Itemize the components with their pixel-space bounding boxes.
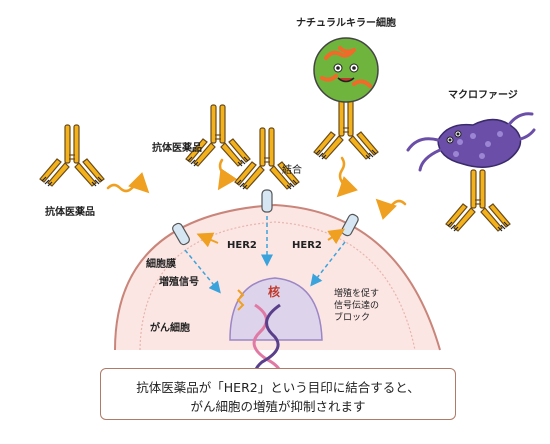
label-cell-membrane: 細胞膜 [146,259,176,270]
cell-membrane-line [139,221,416,351]
her2-receptor-center [261,189,273,213]
nk-cell [313,37,379,103]
label-nk-cell: ナチュラルキラー細胞 [296,18,396,29]
label-proliferation-signal: 増殖信号 [159,277,199,288]
proliferation-arrows [184,216,346,294]
caption-line-2: がん細胞の増殖が抑制されます [190,399,366,414]
caption-box: 抗体医薬品が「HER2」という目印に結合すると、 がん細胞の増殖が抑制されます [100,368,456,420]
label-binding: 結合 [282,165,302,176]
label-block-line3: ブロック [334,313,371,323]
label-block-line2: 信号伝達の [334,301,380,311]
label-antibody-drug-top: 抗体医薬品 [152,143,202,154]
cancer-cell [114,203,441,351]
label-nucleus: 核 [268,285,281,299]
antibody-macrophage-bound [445,169,511,232]
binding-wavy-arrows [106,156,407,220]
label-her2-right: HER2 [292,240,322,251]
antibody-top-center [185,104,251,167]
macrophage [406,112,536,172]
label-cancer-cell: がん細胞 [150,323,190,334]
caption-line-1: 抗体医薬品が「HER2」という目印に結合すると、 [136,380,420,395]
antibody-left [39,124,105,187]
label-antibody-drug-left: 抗体医薬品 [45,207,95,218]
antibody-nk-bound [313,97,379,160]
signal-zigzag [236,289,245,311]
her2-pointer-arrows [196,228,345,248]
label-macrophage: マクロファージ [448,90,518,101]
her2-receptor-left [172,222,190,246]
label-her2-left: HER2 [227,240,257,251]
label-block-line1: 増殖を促す [334,289,380,299]
